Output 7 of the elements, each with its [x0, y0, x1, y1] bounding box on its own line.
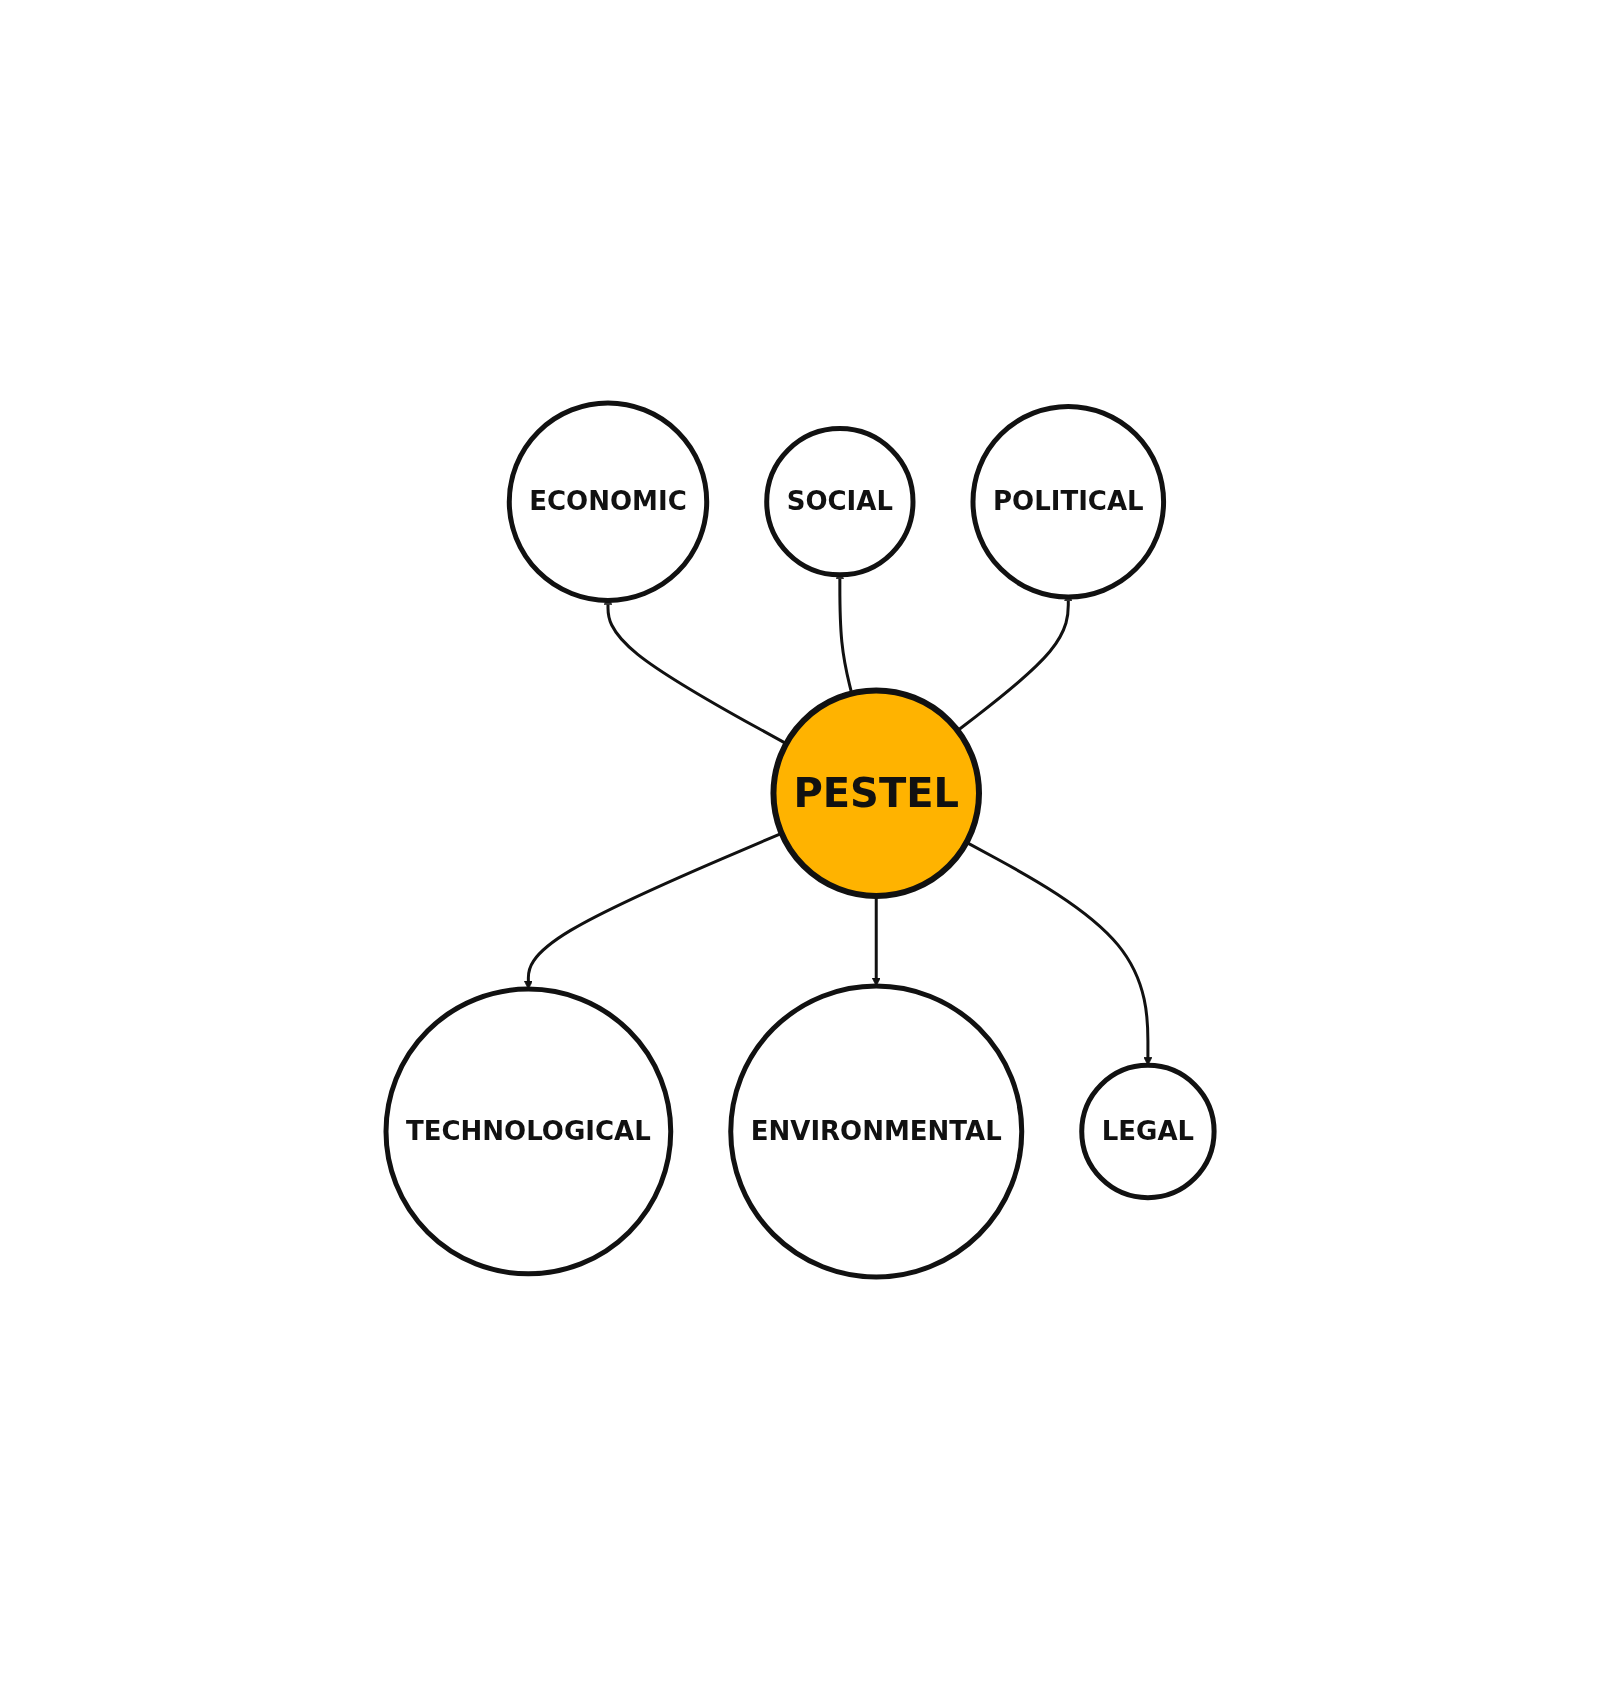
node-circle: POLITICAL [970, 403, 1167, 600]
node-circle: LEGAL [1079, 1062, 1217, 1201]
node-circle: SOCIAL [764, 426, 916, 578]
node-circle: ECONOMIC [506, 400, 710, 603]
node-circle: PESTEL [770, 687, 982, 899]
node-circle: ENVIRONMENTAL [728, 983, 1025, 1280]
node-circle: TECHNOLOGICAL [383, 986, 674, 1277]
